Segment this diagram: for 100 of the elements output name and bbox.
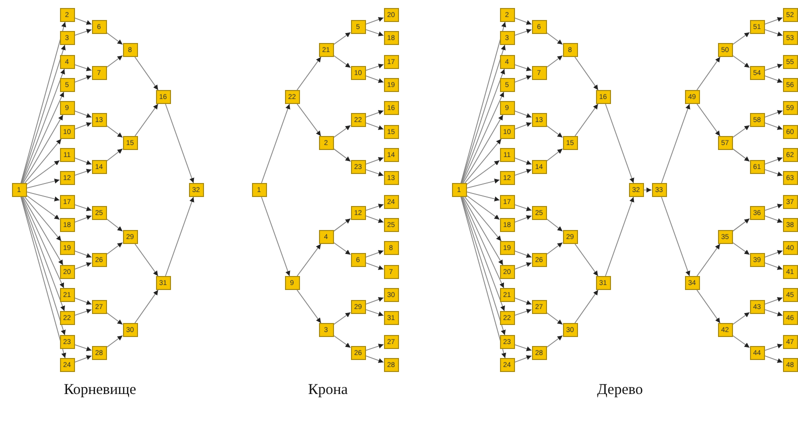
arrow [296, 104, 322, 136]
arrow [24, 138, 62, 184]
arrow [514, 215, 532, 223]
arrow [365, 215, 384, 223]
arrow [22, 196, 64, 266]
arrow [764, 215, 783, 223]
arrow [514, 204, 532, 212]
arrow [764, 355, 783, 363]
arrow [106, 335, 123, 348]
arrow [732, 335, 750, 348]
arrow [74, 250, 92, 258]
arrow [134, 56, 158, 90]
arrow [574, 290, 598, 324]
arrow [514, 17, 532, 25]
arrow [661, 196, 690, 276]
arrow [261, 104, 290, 184]
arrow [74, 75, 92, 83]
arrow [514, 344, 532, 352]
arrow [74, 204, 92, 212]
arrow [365, 29, 384, 36]
arrow [365, 157, 384, 165]
arrow [74, 122, 92, 130]
arrow [22, 196, 64, 288]
arrow [365, 204, 384, 211]
arrow [546, 125, 563, 138]
arrow [134, 290, 158, 324]
arrow [732, 218, 750, 232]
arrow [546, 242, 563, 255]
arrow [74, 17, 92, 25]
arrow [696, 56, 720, 90]
arrow [466, 160, 500, 185]
arrow [643, 188, 652, 192]
arrow [365, 262, 384, 270]
arrow [574, 244, 598, 276]
arrow [106, 218, 123, 232]
arrow [333, 218, 351, 232]
arrow [732, 312, 750, 325]
arrow [365, 110, 384, 118]
arrow [514, 64, 532, 72]
arrow [661, 104, 690, 184]
arrow [333, 335, 351, 348]
arrow [21, 196, 65, 312]
arrow [546, 55, 563, 68]
arrow [764, 297, 783, 305]
arrow [106, 312, 123, 325]
arrow [546, 312, 563, 325]
arrow [106, 55, 123, 68]
arrow [106, 125, 123, 138]
arrow [333, 148, 351, 162]
arrow [546, 218, 563, 232]
arrow [365, 297, 384, 305]
arrow [696, 244, 720, 276]
arrow [365, 169, 384, 176]
arrow [514, 262, 532, 270]
arrow [462, 114, 504, 184]
arrow [74, 215, 92, 223]
arrow [546, 32, 563, 45]
arrow [574, 104, 598, 136]
arrow [333, 32, 351, 45]
arrow [462, 196, 504, 266]
arrow [732, 242, 750, 256]
arrow [26, 191, 60, 202]
arrow [365, 17, 384, 25]
arrow [764, 122, 783, 130]
arrow [106, 148, 123, 162]
arrow [732, 32, 750, 45]
arrow [764, 29, 783, 36]
arrow [74, 157, 92, 165]
arrow [26, 195, 60, 220]
arrow [333, 125, 351, 138]
arrow [165, 104, 194, 184]
arrow [732, 148, 750, 162]
arrow [764, 344, 783, 351]
arrow [764, 169, 783, 176]
arrow [365, 64, 384, 71]
arrow [764, 309, 783, 316]
arrow [514, 122, 532, 130]
arrow [514, 110, 532, 118]
arrow [365, 75, 384, 83]
arrow [764, 262, 783, 270]
arrow [296, 290, 322, 324]
arrow [514, 75, 532, 83]
arrow [464, 138, 502, 184]
arrow [462, 92, 504, 184]
arrow [514, 157, 532, 165]
arrow [333, 312, 351, 325]
arrow [696, 290, 720, 324]
arrow [22, 114, 64, 184]
arrow [74, 110, 92, 118]
arrow [106, 32, 123, 45]
arrow [26, 178, 60, 189]
arrow [764, 110, 783, 118]
panel-caption: Крона [308, 382, 348, 399]
arrow [22, 92, 64, 184]
arrow [546, 148, 563, 162]
arrow [605, 104, 634, 184]
arrow [24, 196, 62, 242]
arrow [460, 44, 506, 184]
arrow [134, 244, 158, 276]
arrow [74, 344, 92, 352]
